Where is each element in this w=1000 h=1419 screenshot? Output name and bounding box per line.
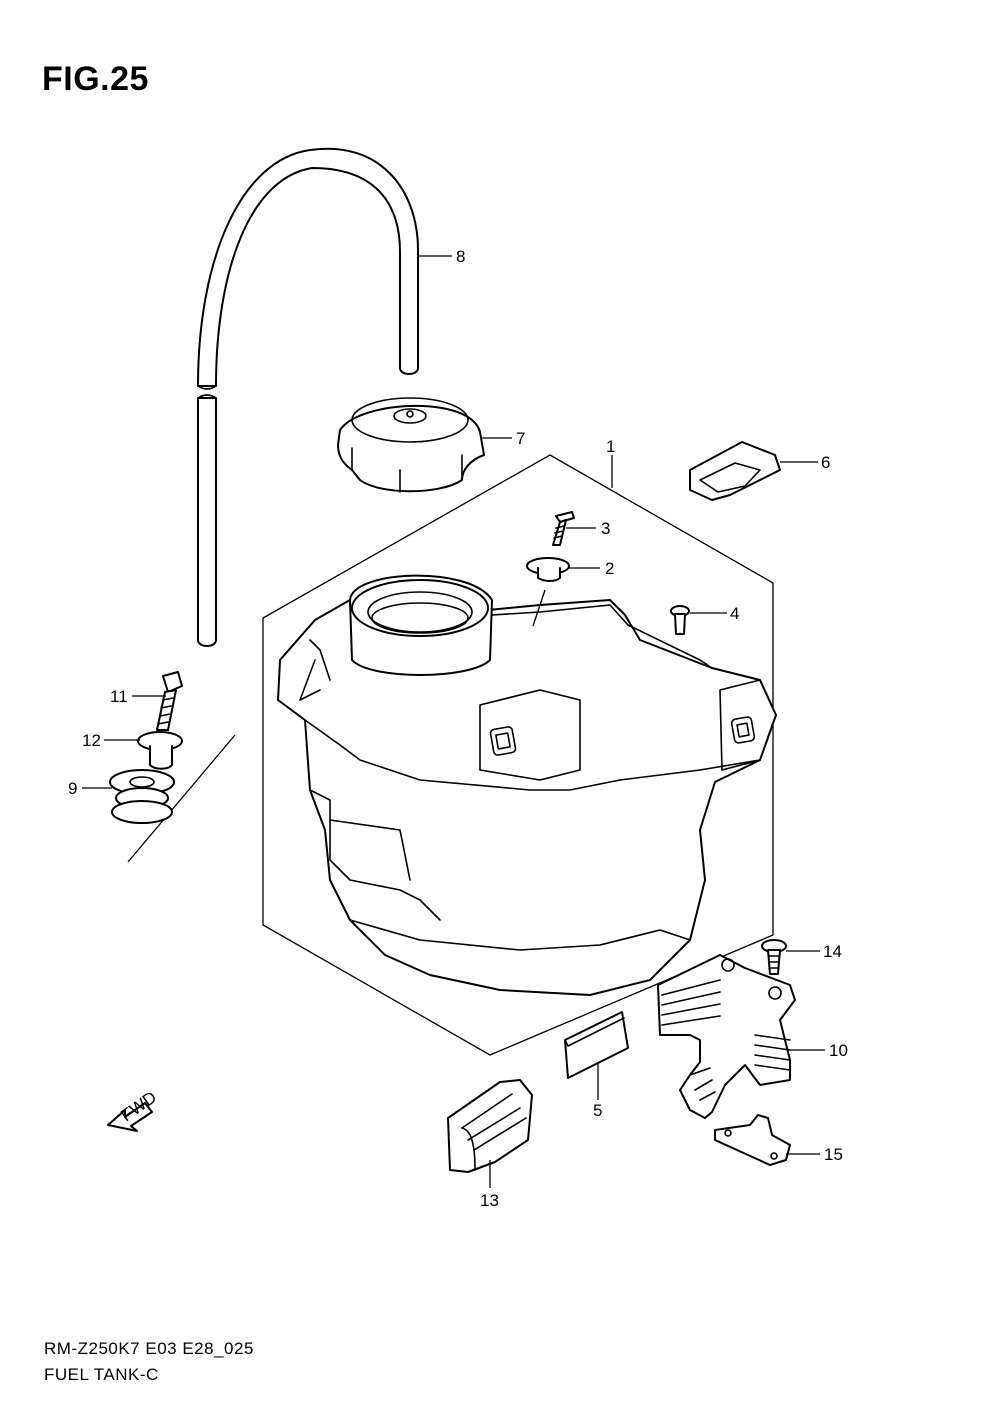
callout-2: 2	[605, 559, 614, 578]
fuel-tank[interactable]	[277, 574, 777, 996]
callout-1: 1	[606, 437, 615, 456]
fuel-cap[interactable]	[337, 397, 485, 493]
flange-bolt-11[interactable]	[156, 671, 183, 731]
callout-3: 3	[601, 519, 610, 538]
assembly-frame	[127, 734, 236, 863]
pad-5[interactable]	[564, 1011, 629, 1079]
callout-8: 8	[456, 247, 465, 266]
callout-7: 7	[516, 429, 525, 448]
callout-6: 6	[821, 453, 830, 472]
collar-12[interactable]	[137, 731, 183, 770]
clip-15[interactable]	[714, 1114, 791, 1166]
screw-14[interactable]	[761, 939, 787, 975]
diagram-footer: RM-Z250K7 E03 E28_025 FUEL TANK-C	[44, 1336, 254, 1388]
callout-12: 12	[82, 731, 101, 750]
grommet-9[interactable]	[109, 769, 175, 824]
bracket-10[interactable]	[657, 954, 796, 1119]
callout-15: 15	[824, 1145, 843, 1164]
callout-13: 13	[480, 1191, 499, 1210]
forward-arrow-icon: FWD	[107, 1088, 160, 1132]
callout-4: 4	[730, 604, 739, 623]
tank-strap-hook[interactable]	[689, 441, 781, 501]
section-name: FUEL TANK-C	[44, 1365, 159, 1384]
callout-11: 11	[110, 687, 128, 706]
callout-5: 5	[593, 1101, 602, 1120]
callout-10: 10	[829, 1041, 848, 1060]
callout-9: 9	[68, 779, 77, 798]
breather-hose[interactable]	[197, 147, 419, 647]
figure-title: FIG.25	[42, 60, 149, 98]
washer-2[interactable]	[526, 557, 570, 582]
model-code: RM-Z250K7 E03 E28_025	[44, 1339, 254, 1358]
screw-3[interactable]	[552, 511, 575, 546]
assembly-hexagon	[262, 454, 774, 1056]
callout-14: 14	[823, 942, 842, 961]
bolt-4[interactable]	[670, 605, 690, 635]
cushion-13[interactable]	[447, 1079, 533, 1173]
